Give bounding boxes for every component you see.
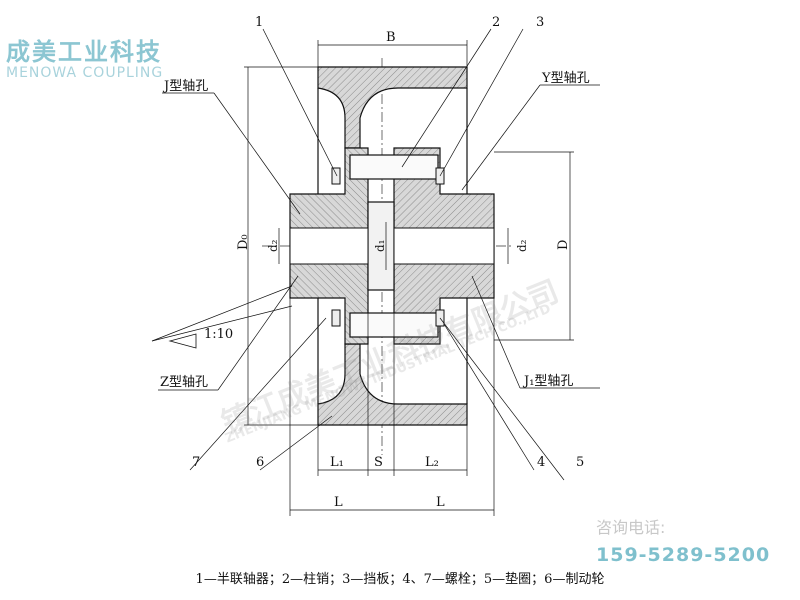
contact-label: 咨询电话: <box>596 518 666 537</box>
part-number-1: 1 <box>255 15 263 30</box>
taper-arrow <box>168 333 197 349</box>
dim-b: B <box>386 30 396 45</box>
dim-l1: L₁ <box>330 455 344 470</box>
shaft-bores <box>289 227 495 265</box>
dim-d: D <box>556 240 571 250</box>
dim-l-right: L <box>436 495 445 510</box>
label-j1-bore: J₁型轴孔 <box>522 374 573 389</box>
label-z-bore: Z型轴孔 <box>160 375 208 390</box>
brand-name-cn: 成美工业科技 <box>6 38 162 66</box>
dim-d2-right: d₂ <box>515 239 529 252</box>
contact-info: 咨询电话: 159-5289-5200 <box>596 514 770 566</box>
dim-d2-left: d₂ <box>266 239 280 252</box>
part-number-4: 4 <box>537 455 545 470</box>
baffle-plate <box>367 201 395 291</box>
part-number-6: 6 <box>256 455 264 470</box>
label-j-bore: J型轴孔 <box>162 79 208 94</box>
dim-l2: L₂ <box>425 455 439 470</box>
dimension-lines <box>244 40 574 516</box>
parts-legend: 1—半联轴器；2—柱销；3—挡板；4、7—螺栓；5—垫圈；6—制动轮 <box>195 572 605 587</box>
label-y-bore: Y型轴孔 <box>541 71 590 86</box>
contact-phone: 159-5289-5200 <box>596 544 771 566</box>
leader-lines <box>151 28 600 481</box>
dim-d0: D₀ <box>236 234 251 250</box>
label-taper: 1:10 <box>204 327 233 342</box>
dim-l-left: L <box>334 495 343 510</box>
part-number-5: 5 <box>576 455 584 470</box>
part-number-7: 7 <box>192 455 200 470</box>
dim-s: S <box>374 455 383 470</box>
brand-logo: 成美工业科技 MENOWA COUPLING <box>6 32 163 81</box>
dim-d1: d₁ <box>373 240 387 253</box>
part-number-3: 3 <box>536 15 544 30</box>
part-number-2: 2 <box>492 15 500 30</box>
drawing-labels: 1 2 3 7 6 4 5 J型轴孔 Y型轴孔 Z型轴孔 J₁型轴孔 1:10 … <box>160 15 590 510</box>
brand-name-en: MENOWA COUPLING <box>6 65 164 81</box>
